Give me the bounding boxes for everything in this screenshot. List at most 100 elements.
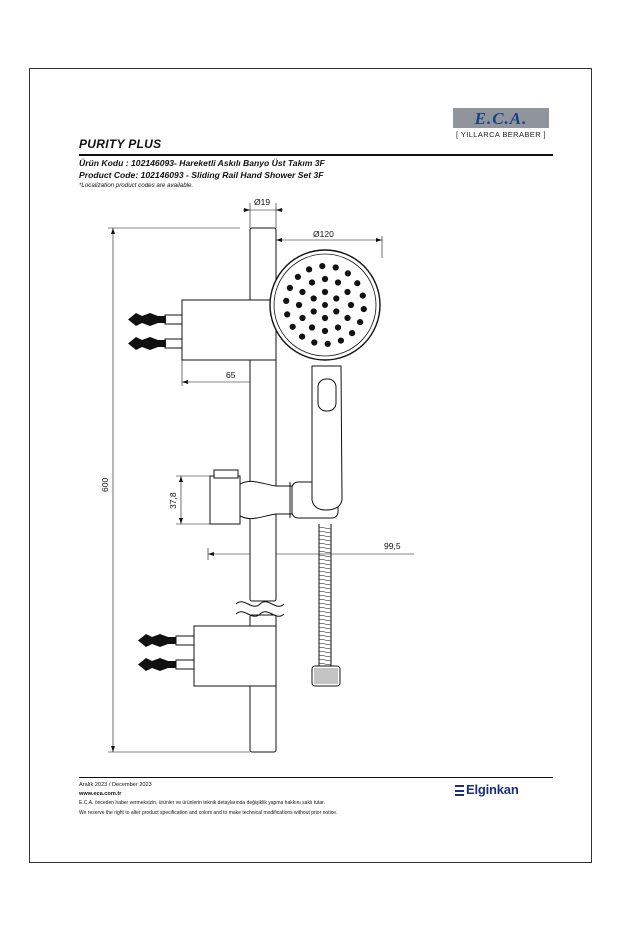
nozzle-dot <box>349 330 356 337</box>
lower-wall-bracket <box>138 625 277 687</box>
dim-slider-height: 37,8 <box>168 492 178 509</box>
hose-coil <box>318 534 332 538</box>
product-title: PURITY PLUS <box>79 137 162 151</box>
hand-shower-handle <box>311 365 343 511</box>
hose-coil <box>318 618 332 622</box>
nozzle-dot <box>321 327 329 335</box>
hose-nut-knurl <box>314 668 338 684</box>
hose-coils <box>318 526 332 670</box>
hand-shower-head <box>269 249 381 361</box>
hose-coil <box>318 646 332 650</box>
shower-nozzles <box>283 263 367 347</box>
nozzle-dot <box>337 337 344 344</box>
nozzle-dot <box>283 297 290 304</box>
nozzle-dot <box>332 264 339 271</box>
nozzle-dot <box>321 275 329 283</box>
hose-coil <box>318 550 332 554</box>
nozzle-dot <box>299 333 306 340</box>
elginkan-logo-text: Elginkan <box>466 782 519 797</box>
hose-coil <box>318 570 332 574</box>
nozzle-dot <box>344 288 351 296</box>
nozzle-dot <box>333 308 340 315</box>
nozzle-dot <box>344 314 351 322</box>
hose-coil <box>318 602 332 606</box>
nozzle-dot <box>354 280 361 287</box>
hose-coil <box>318 622 332 626</box>
dim-head-diameter: Ø120 <box>313 229 334 239</box>
hose-coil <box>318 530 332 534</box>
hose-coil <box>318 546 332 550</box>
hose-coil <box>318 614 332 618</box>
footer-date: Aralık 2023 / December 2023 <box>79 782 152 788</box>
hose-coil <box>318 658 332 662</box>
footer-divider <box>79 777 553 778</box>
dim-bracket-depth: 65 <box>226 370 236 380</box>
dim-hose-offset: 99,5 <box>384 541 401 551</box>
hose-coil <box>318 594 332 598</box>
nozzle-dot <box>319 263 326 270</box>
product-code-english: Product Code: 102146093 - Sliding Rail H… <box>79 170 324 180</box>
nozzle-dot <box>286 284 293 291</box>
hose-coil <box>318 566 332 570</box>
hose-coil <box>318 542 332 546</box>
nozzle-dot <box>308 279 316 286</box>
nozzle-dot <box>311 339 318 346</box>
nozzle-dot <box>322 302 328 308</box>
nozzle-dot <box>347 301 355 309</box>
nozzle-dot <box>357 319 364 326</box>
footer-disclaimer-turkish: E.C.A. önceden haber vermeksizin, ürünle… <box>79 800 325 806</box>
eca-logo-plate <box>453 108 549 128</box>
footer-website[interactable]: www.eca.com.tr <box>79 791 122 797</box>
hose-coil <box>318 574 332 578</box>
hose-coil <box>318 538 332 542</box>
nozzle-dot <box>324 340 331 347</box>
nozzle-dot <box>299 314 306 322</box>
hose-coil <box>318 650 332 654</box>
dim-rail-diameter: Ø19 <box>254 197 270 207</box>
nozzle-dot <box>334 279 342 286</box>
hose-coil <box>318 638 332 642</box>
nozzle-dot <box>359 292 366 299</box>
nozzle-dot <box>299 288 306 296</box>
localization-note: *Localization product codes are availabl… <box>79 182 194 189</box>
nozzle-dot <box>344 270 351 277</box>
upper-wall-bracket <box>128 299 277 361</box>
nozzle-dot <box>308 324 316 331</box>
hose-coil <box>318 606 332 610</box>
hose-coil <box>318 662 332 666</box>
nozzle-dot <box>334 324 342 331</box>
nozzle-dot <box>295 301 303 309</box>
elginkan-e-icon <box>455 785 464 796</box>
nozzle-dot <box>310 295 317 302</box>
hose-coil <box>318 642 332 646</box>
nozzle-dot <box>284 311 291 318</box>
hose-coil <box>318 554 332 558</box>
eca-logo: E.C.A. [ YILLARCA BERABER ] <box>453 108 549 142</box>
hose-coil <box>318 578 332 582</box>
hose-coil <box>318 630 332 634</box>
hose-coil <box>318 562 332 566</box>
drawing-sheet-border <box>29 68 592 863</box>
nozzle-dot <box>360 306 367 313</box>
dim-total-height: 600 <box>100 478 110 492</box>
nozzle-dot <box>306 266 313 273</box>
hose-coil <box>318 582 332 586</box>
footer-disclaimer-english: We reserve the right to alter product sp… <box>79 810 338 816</box>
nozzle-dot <box>333 295 340 302</box>
shower-hose <box>311 524 341 687</box>
nozzle-dot <box>321 288 329 296</box>
hose-coil <box>318 654 332 658</box>
hose-coil <box>318 610 332 614</box>
hose-coil <box>318 626 332 630</box>
product-code-turkish: Ürün Kodu : 102146093- Hareketli Askılı … <box>79 158 325 168</box>
eca-logo-slogan: [ YILLARCA BERABER ] <box>456 130 546 139</box>
lower-wall-plugs <box>138 634 176 671</box>
upper-wall-plugs <box>128 313 166 350</box>
eca-logo-text: E.C.A. <box>474 109 528 128</box>
hose-coil <box>318 590 332 594</box>
nozzle-dot <box>289 323 296 330</box>
hose-coil <box>318 598 332 602</box>
nozzle-dot <box>310 308 317 315</box>
title-divider <box>79 154 553 156</box>
